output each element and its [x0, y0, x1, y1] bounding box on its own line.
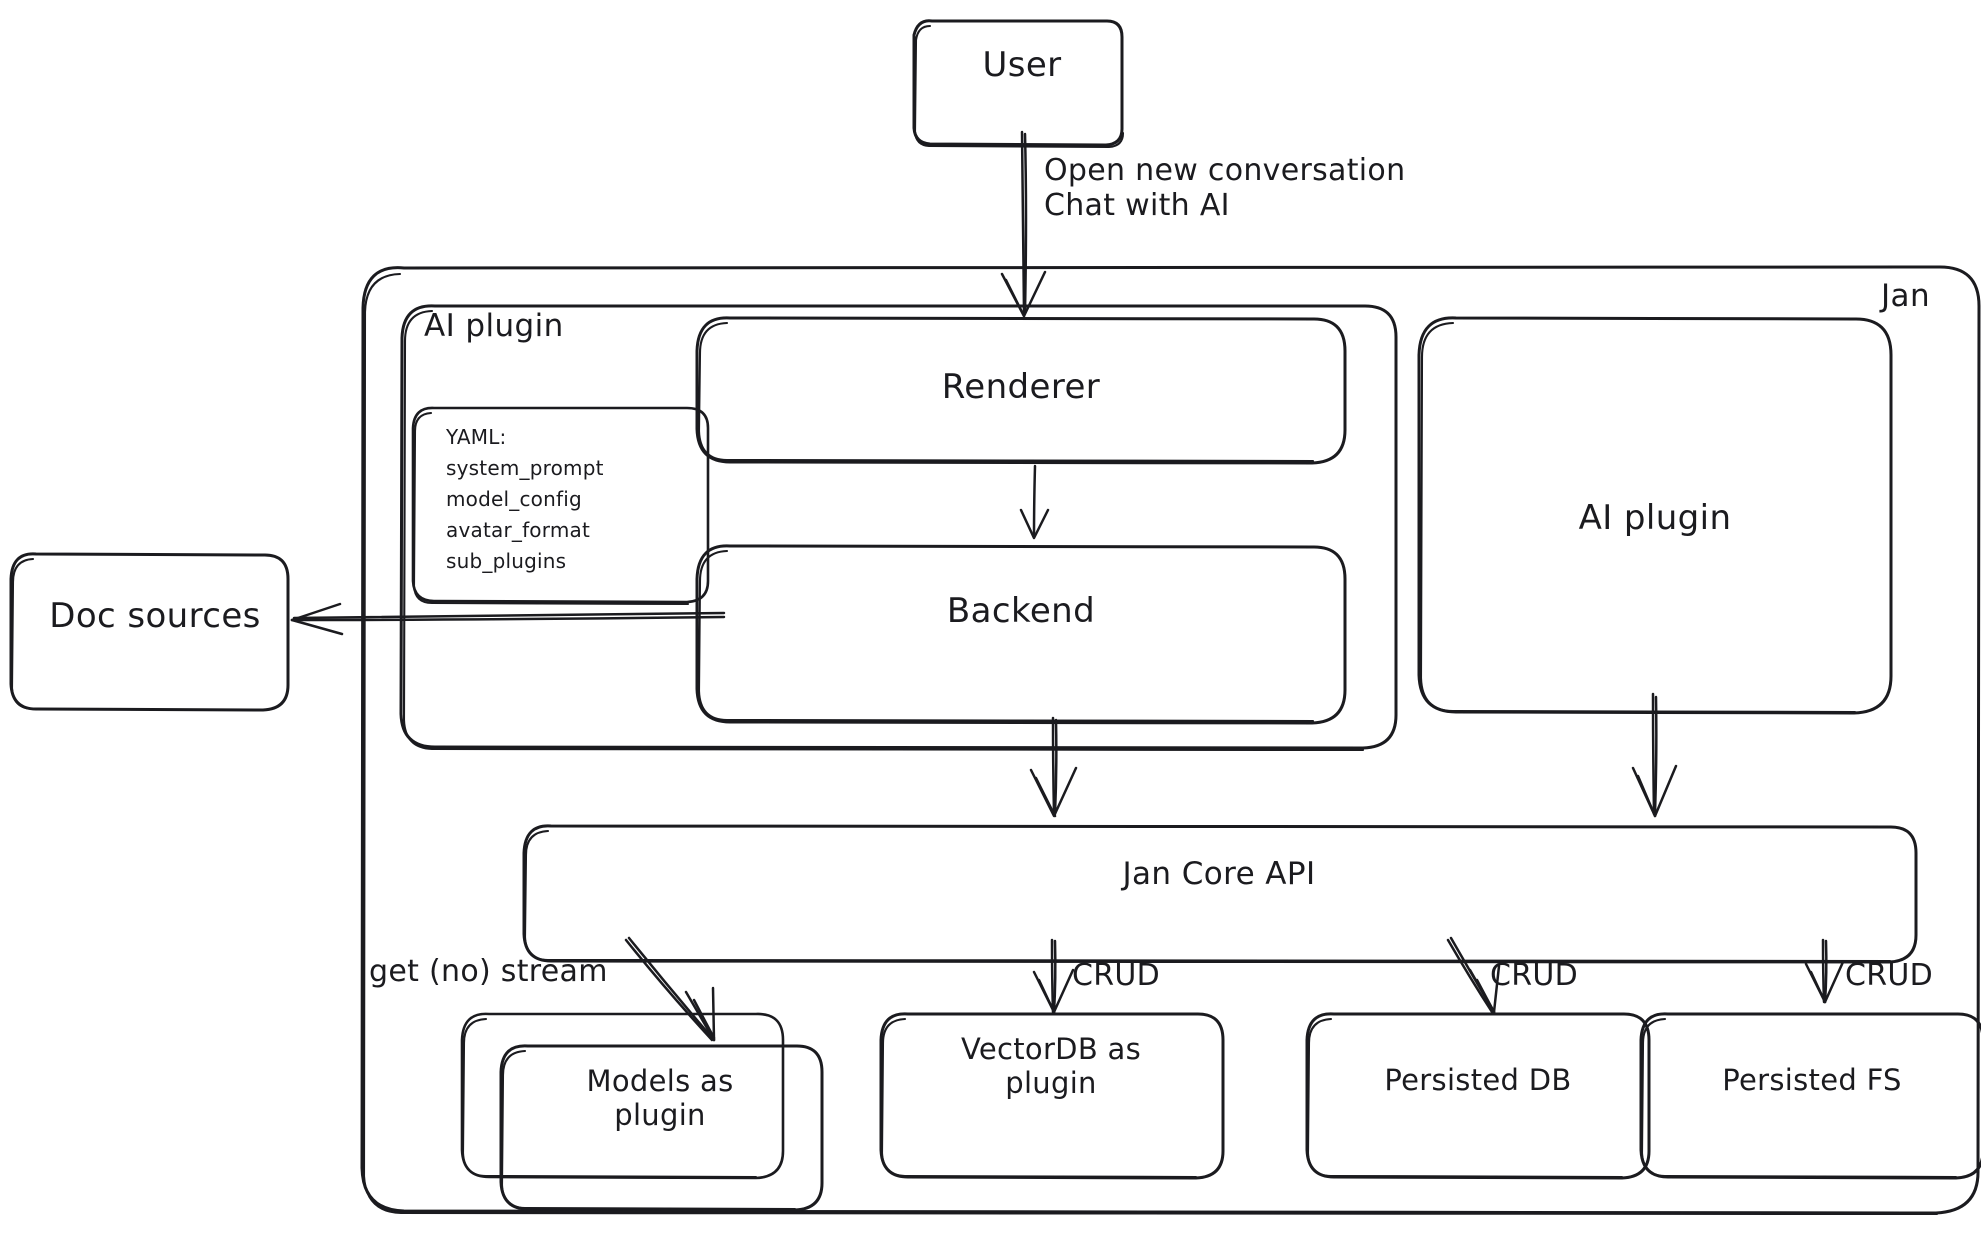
container-ai-plugin-group-shape	[399, 304, 1398, 752]
node-doc-sources-shape	[9, 552, 290, 712]
container-jan-shape	[360, 265, 1981, 1216]
node-renderer-shape	[695, 316, 1347, 465]
edge-user-to-renderer	[1000, 130, 1047, 318]
edge-backend-to-doc-sources	[290, 602, 726, 636]
edge-renderer-to-backend	[1019, 464, 1050, 540]
edge-core-to-db	[1446, 936, 1501, 1014]
node-jan-core-api-shape	[522, 824, 1918, 964]
edge-core-to-fs	[1804, 938, 1845, 1004]
node-backend-shape	[695, 544, 1347, 725]
edge-core-to-models	[624, 936, 716, 1042]
edge-core-to-vectordb	[1032, 938, 1075, 1014]
node-ai-plugin-right-shape	[1417, 316, 1893, 715]
edge-ai-plugin-to-core	[1631, 692, 1678, 818]
node-persisted-fs-shape	[1639, 1012, 1981, 1180]
node-vectordb-as-plugin-shape	[879, 1012, 1225, 1180]
node-user-shape	[912, 19, 1125, 149]
edge-backend-to-core	[1029, 716, 1078, 818]
note-yaml-shape	[411, 406, 710, 606]
node-models-as-plugin-shape	[460, 1012, 824, 1212]
node-persisted-db-shape	[1305, 1012, 1651, 1180]
